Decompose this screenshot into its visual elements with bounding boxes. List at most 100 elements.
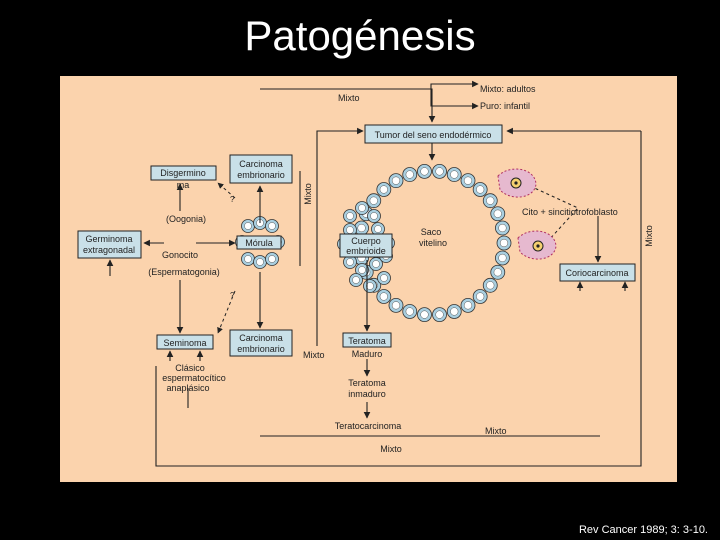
carcinoma-top-label-1: Carcinoma: [239, 159, 283, 169]
carcinoma-embrionario-top-box: [229, 154, 293, 184]
embryoid-cell-nucleus: [366, 282, 374, 290]
coriocarcinoma-box: [559, 263, 636, 282]
carcinoma-bot-label-2: embrionario: [237, 344, 285, 354]
teratoma-inmaduro-label-1: Teratoma: [348, 378, 386, 388]
yolk-sac-cell-nucleus: [486, 196, 495, 205]
puro-infantil-arrow: [430, 97, 479, 110]
embryoid-cell-nucleus: [346, 212, 354, 220]
q-top-label: ?: [230, 195, 235, 204]
clasico-label-2: espermatocítico: [162, 373, 226, 383]
yolk-sac-cell-nucleus: [493, 268, 502, 277]
embryoid-cell-nucleus: [358, 204, 366, 212]
cuerpo-label-2: embrioide: [346, 246, 386, 256]
puro-infantil-label: Puro: infantil: [480, 101, 530, 111]
q-arrow-bottom: [217, 290, 236, 334]
tumor-seno-label: Tumor del seno endodérmico: [375, 130, 492, 140]
germinoma-label-2: extragonadal: [83, 245, 135, 255]
carcinoma-bot-label-1: Carcinoma: [239, 333, 283, 343]
yolk-sac-cell-nucleus: [476, 292, 485, 301]
q-bottom-label: ?: [230, 291, 235, 300]
yolk-sac-cell-nucleus: [463, 176, 473, 185]
yolk-sac-cell-nucleus: [499, 238, 509, 248]
mixto-adultos-arrow: [430, 80, 479, 97]
clasico-label-3: anaplásico: [166, 383, 209, 393]
saco-label-2: vitelino: [419, 238, 447, 248]
tumor-seno-box: [364, 124, 503, 144]
citation: Rev Cancer 1989; 3: 3-10.: [578, 524, 708, 536]
mixto-adultos-label: Mixto: adultos: [480, 84, 536, 94]
yolk-sac-cell-nucleus: [405, 170, 414, 179]
pathogenesis-figure: Mixto: adultos Puro: infantil Mixto Tumo…: [60, 76, 677, 482]
disgerminoma-label-2: ma: [177, 180, 190, 190]
coriocarcinoma-label: Coriocarcinoma: [565, 268, 628, 278]
cito-sincitio-label: Cito + sincitiotrofoblasto: [522, 207, 618, 217]
left-mixto-line: [316, 127, 364, 346]
morula-cell-nucleus: [256, 258, 264, 266]
carcinoma-embrionario-bot-box: [229, 329, 293, 357]
morula-label: Mórula: [245, 238, 273, 248]
embryoid-cell-nucleus: [380, 274, 388, 282]
teratocarcinoma-label: Teratocarcinoma: [335, 421, 402, 431]
morula-box: [236, 235, 282, 250]
maduro-label: Maduro: [352, 349, 383, 359]
teratoma-box: [342, 332, 392, 348]
embryoid-cell-nucleus: [370, 212, 378, 220]
embryoid-cell-nucleus: [358, 266, 366, 274]
mixto-low-label: Mixto: [485, 426, 507, 436]
cuerpo-embrioide-box: [339, 233, 393, 258]
morula-cell-nucleus: [244, 255, 252, 263]
gonocito-label: Gonocito: [162, 250, 198, 260]
trofoblasto-cells: [497, 168, 557, 260]
yolk-sac-cell-nucleus: [379, 292, 388, 301]
embryoid-cell-nucleus: [374, 225, 382, 233]
yolk-sac-cell-nucleus: [450, 307, 459, 316]
embryoid-cell-nucleus: [372, 260, 380, 268]
disgerminoma-box: [150, 165, 217, 181]
espermatogonia-label: (Espermatogonia): [148, 267, 220, 277]
yolk-sac-cell-nucleus: [379, 185, 388, 194]
carcinoma-top-label-2: embrionario: [237, 170, 285, 180]
q-arrow-top: [217, 182, 236, 199]
germinoma-label-1: Germinoma: [85, 234, 132, 244]
yolk-sac-cell-nucleus: [493, 209, 502, 218]
seminoma-label: Seminoma: [163, 338, 206, 348]
yolk-sac-cell-nucleus: [357, 223, 366, 233]
mixto-vertical-right: Mixto: [644, 225, 654, 247]
embryoid-cell-nucleus: [352, 276, 360, 284]
disgerminoma-label-1: Disgermino: [160, 168, 206, 178]
yolk-sac-cell-nucleus: [498, 223, 507, 233]
pathogenesis-diagram: Mixto: adultos Puro: infantil Mixto Tumo…: [77, 80, 654, 467]
embryoid-cell-nucleus: [346, 258, 354, 266]
mixto-top-label: Mixto: [338, 93, 360, 103]
yolk-sac-cell-nucleus: [486, 281, 495, 290]
morula-cell-nucleus: [244, 222, 252, 230]
mixto-bottom-label: Mixto: [380, 444, 402, 454]
top-loop-line: [260, 88, 436, 123]
teratoma-label: Teratoma: [348, 336, 386, 346]
mixto-mid-label: Mixto: [303, 350, 325, 360]
cuerpo-label-1: Cuerpo: [351, 236, 381, 246]
mixto-vertical-left: Mixto: [303, 183, 313, 205]
embryoid-cell-nucleus: [346, 226, 354, 234]
yolk-sac-cell-nucleus: [450, 170, 459, 179]
clasico-label-1: Clásico: [175, 363, 205, 373]
yolk-sac-cell-nucleus: [391, 176, 401, 185]
yolk-sac-cell-nucleus: [420, 310, 429, 319]
yolk-sac-cell-nucleus: [435, 310, 444, 319]
yolk-sac-cell-nucleus: [476, 185, 485, 194]
oogonia-label: (Oogonia): [166, 214, 206, 224]
germinoma-box: [77, 230, 142, 259]
slide-title: Patogénesis: [244, 12, 476, 59]
saco-label-1: Saco: [421, 227, 442, 237]
yolk-sac-cell-nucleus: [435, 167, 444, 176]
yolk-sac-cell-nucleus: [405, 307, 414, 316]
yolk-sac-cell-nucleus: [391, 301, 401, 310]
teratoma-inmaduro-label-2: inmaduro: [348, 389, 386, 399]
morula-cell-nucleus: [268, 255, 276, 263]
seminoma-box: [156, 334, 214, 350]
yolk-sac-cell-nucleus: [463, 301, 473, 310]
right-loop-line: [155, 131, 642, 467]
yolk-sac-cell-nucleus: [420, 167, 429, 176]
yolk-sac-cell-nucleus: [498, 253, 507, 263]
morula-cell-nucleus: [268, 222, 276, 230]
